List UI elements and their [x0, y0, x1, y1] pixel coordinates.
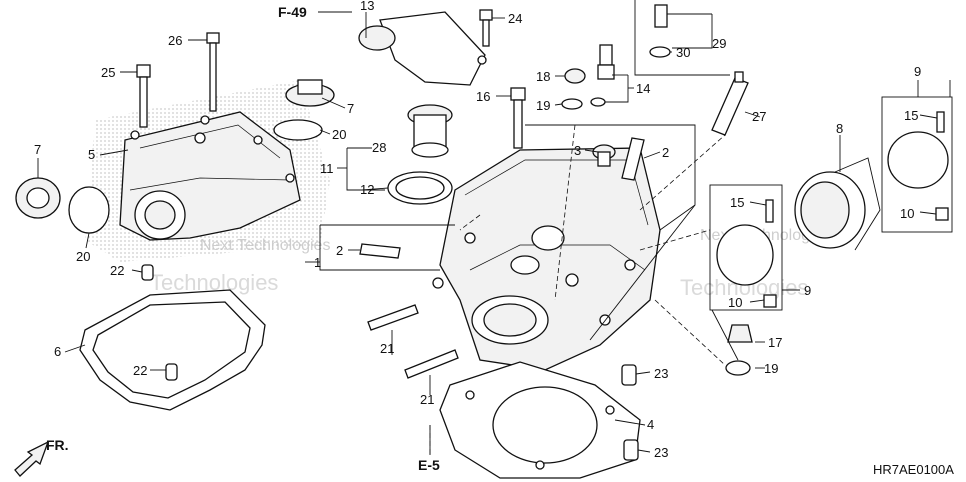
label-4: 4: [647, 417, 654, 432]
seal-12-inner: [395, 176, 445, 200]
washer-18-part: [564, 68, 586, 84]
thermostat-housing-part: [358, 11, 487, 86]
nut-17-part: [727, 324, 753, 343]
filler-cap-upper-part: [285, 79, 335, 107]
label-20-left: 20: [76, 249, 90, 264]
label-17: 17: [768, 335, 782, 350]
spark-plug-part: [711, 71, 749, 136]
bolt-24-part: [479, 9, 493, 47]
dowel-23-upper-part: [621, 364, 637, 386]
guide-2-right-part: [621, 137, 645, 181]
leader-lines: [37, 11, 951, 455]
head-cover-part: [119, 111, 301, 241]
front-arrow-icon: [14, 440, 50, 477]
insulator-8-part: [794, 157, 881, 251]
watermark-text: Next Technologies: [200, 237, 330, 254]
watermark: Technologies Next Technologies Next Tech…: [150, 227, 830, 300]
label-18: 18: [536, 69, 550, 84]
label-24: 24: [508, 11, 522, 26]
o-ring-20-left-part: [68, 186, 110, 234]
dowel-23-lower-part: [623, 439, 639, 461]
label-30: 30: [676, 45, 690, 60]
ref-front: FR.: [46, 437, 69, 453]
label-1: 1: [314, 255, 321, 270]
label-2-left: 2: [336, 243, 343, 258]
label-19-right: 19: [764, 361, 778, 376]
dowel-22-upper-part: [141, 264, 154, 281]
guide-2-left-part: [359, 243, 401, 259]
label-15-right: 15: [904, 108, 918, 123]
label-28: 28: [372, 140, 386, 155]
bolt-3-part: [592, 144, 616, 167]
label-7-left: 7: [34, 142, 41, 157]
label-23-lower: 23: [654, 445, 668, 460]
label-9-top: 9: [914, 64, 921, 79]
filler-cap-left-part: [15, 177, 61, 219]
label-25: 25: [101, 65, 115, 80]
dowel-22-lower-part: [165, 363, 178, 381]
washer-14-part: [590, 97, 606, 107]
label-13: 13: [360, 0, 374, 13]
label-8: 8: [836, 121, 843, 136]
label-22-upper: 22: [110, 263, 124, 278]
gasket-4-part: [439, 361, 641, 479]
label-3: 3: [574, 143, 581, 158]
ref-f49: F-49: [278, 4, 307, 20]
label-14: 14: [636, 81, 650, 96]
label-26: 26: [168, 33, 182, 48]
label-21-upper: 21: [380, 341, 394, 356]
label-23-upper: 23: [654, 366, 668, 381]
part-labels: 1 2 2 3 4 5 6 7 7 8 9 9 10 10 11 12 13 1…: [34, 0, 921, 460]
bolt-25-part: [136, 64, 151, 128]
label-2-right: 2: [662, 145, 669, 160]
inset-sensor-box: [634, 0, 730, 76]
thermostat-part: [407, 104, 453, 158]
label-10-middle: 10: [728, 295, 742, 310]
label-22-lower: 22: [133, 363, 147, 378]
stud-21-lower-part: [404, 349, 459, 379]
label-29: 29: [712, 36, 726, 51]
washer-19-part: [561, 98, 583, 110]
label-27: 27: [752, 109, 766, 124]
sensor-14-part: [597, 44, 615, 80]
dashed-leaders: [429, 124, 726, 455]
washer-19-right-part: [725, 360, 751, 376]
ref-e5: E-5: [418, 457, 440, 473]
label-10-right: 10: [900, 206, 914, 221]
label-19-upper: 19: [536, 98, 550, 113]
bolt-16-part: [510, 87, 526, 149]
label-7-upper: 7: [347, 101, 354, 116]
label-21-lower: 21: [420, 392, 434, 407]
cylinder-head-part: [432, 147, 661, 371]
diagram-code: HR7AE0100A: [873, 462, 954, 477]
label-16: 16: [476, 89, 490, 104]
label-15-middle: 15: [730, 195, 744, 210]
o-ring-20-part: [273, 119, 323, 141]
label-11: 11: [320, 161, 334, 176]
label-20-upper: 20: [332, 127, 346, 142]
label-9-middle: 9: [804, 283, 811, 298]
band-9-right-part: [881, 96, 953, 233]
gasket-6-part: [79, 289, 266, 411]
label-5: 5: [88, 147, 95, 162]
bolt-26-part: [206, 32, 220, 112]
label-6: 6: [54, 344, 61, 359]
label-12: 12: [360, 182, 374, 197]
stud-21-upper-part: [367, 304, 419, 331]
band-9-middle-part: [709, 184, 783, 311]
